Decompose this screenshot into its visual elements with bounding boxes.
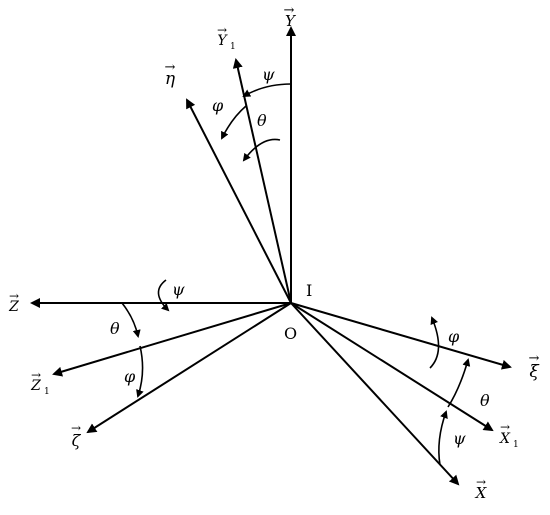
psi-label-top: ψ: [262, 65, 275, 84]
vector-mark: →: [284, 3, 295, 18]
psi-label-right: ψ: [453, 429, 466, 448]
xi-axis-line: [290, 302, 512, 370]
phi-arc-top: [221, 105, 247, 140]
psi-label-left: ψ: [172, 280, 185, 299]
label-letter: Z: [8, 299, 19, 315]
xi-axis-label: → ξ: [529, 351, 541, 382]
angle-arcs: [121, 83, 471, 466]
theta-arc-right: [447, 358, 471, 408]
vector-mark: →: [500, 420, 510, 434]
label-letter: X: [475, 484, 488, 502]
label-letter: ζ: [72, 431, 82, 450]
theta-label-top: θ: [257, 111, 267, 130]
x-axis-line: [290, 302, 460, 486]
psi-arc-top: [242, 83, 292, 97]
phi-label-top: φ: [212, 96, 224, 115]
label-letter: Z: [30, 378, 41, 394]
theta-label-right: θ: [480, 391, 490, 410]
angle-labels: ψ φ θ ψ θ φ φ θ ψ: [110, 65, 490, 448]
psi-arc-right: [438, 410, 448, 466]
phi-label-left: φ: [124, 367, 136, 386]
psi-arc-left: [157, 279, 170, 312]
x-axis-label: → X: [475, 475, 488, 502]
phi-label-right: φ: [448, 327, 460, 346]
phi-arc-right: [429, 316, 440, 369]
y-axis-label: → Y: [284, 3, 298, 30]
eta-axis-label: → η: [165, 60, 176, 89]
theta-arc-top: [242, 138, 281, 162]
vector-mark: →: [217, 23, 227, 37]
axis-labels: → Y → Y 1 → η → Z → Z 1 → ζ: [8, 3, 540, 502]
zeta-axis-label: → ζ: [71, 421, 82, 450]
point-label-i: I: [306, 281, 312, 300]
origin-label-o: O: [284, 324, 297, 343]
vector-mark: →: [9, 289, 19, 303]
axis-lines: [30, 26, 512, 486]
label-letter: Y: [285, 12, 297, 30]
x1-axis-line: [290, 302, 494, 432]
eta-axis-line: [186, 98, 292, 304]
z1-axis-line: [52, 302, 292, 377]
label-letter: Y: [217, 33, 228, 49]
vector-mark: →: [31, 368, 41, 382]
theta-arc-left: [121, 302, 141, 338]
vector-mark: →: [529, 351, 540, 366]
label-letter: X: [499, 431, 511, 447]
x1-axis-label: → X 1: [499, 420, 519, 450]
vector-mark: →: [476, 475, 486, 489]
y1-axis-label: → Y 1: [217, 23, 236, 52]
label-letter: ξ: [529, 362, 540, 382]
z1-axis-label: → Z 1: [30, 368, 50, 397]
label-subscript: 1: [44, 387, 50, 397]
theta-label-left: θ: [110, 319, 120, 338]
vector-mark: →: [71, 421, 81, 435]
label-letter: η: [165, 69, 176, 89]
label-subscript: 1: [230, 42, 236, 52]
z-axis-label: → Z: [8, 289, 19, 315]
phi-arc-left: [136, 345, 144, 398]
zeta-axis-line: [86, 302, 292, 434]
vector-mark: →: [165, 60, 176, 75]
label-subscript: 1: [513, 440, 519, 450]
y1-axis-line: [232, 58, 292, 304]
